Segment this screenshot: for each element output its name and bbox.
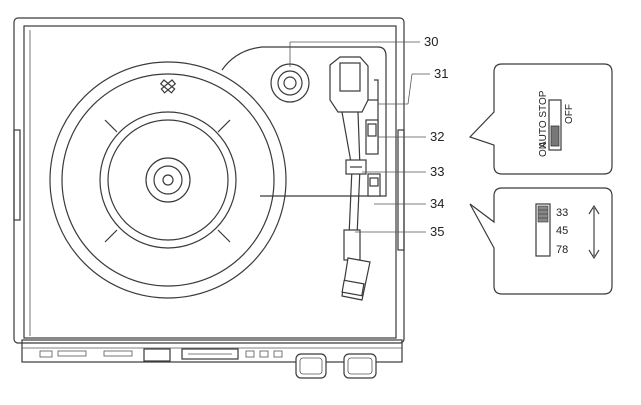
callout-labels: 30 31 32 33 34 35 — [424, 34, 448, 239]
tone-knob — [343, 353, 377, 379]
auto-stop-on-label: ON — [538, 142, 549, 157]
leader-lines — [289, 41, 430, 233]
speed-78-label: 78 — [556, 244, 568, 256]
callout-32: 32 — [430, 129, 444, 144]
speed-detail: 33 45 78 — [469, 187, 613, 295]
front-panel — [39, 348, 377, 379]
tonearm — [329, 56, 371, 301]
callout-35: 35 — [430, 224, 444, 239]
spindle-adapter — [270, 62, 310, 103]
speed-slider-grip — [537, 205, 549, 223]
callout-34: 34 — [430, 196, 444, 211]
turntable-body — [13, 17, 405, 363]
volume-knob — [295, 353, 327, 379]
callout-30: 30 — [424, 34, 438, 49]
auto-stop-off-label: OFF — [564, 104, 575, 124]
speed-selector — [367, 173, 381, 197]
tonearm-rest — [345, 159, 367, 175]
strobe-marks — [104, 79, 231, 243]
double-arrow-icon — [588, 204, 600, 260]
speed-45-label: 45 — [556, 225, 568, 237]
tonearm-housing — [221, 46, 387, 197]
speed-33-label: 33 — [556, 207, 568, 219]
auto-stop-detail: AUTO STOP ON OFF — [468, 63, 613, 175]
auto-stop-switch — [365, 119, 379, 155]
platter — [49, 61, 287, 299]
callout-33: 33 — [430, 164, 444, 179]
callout-31: 31 — [434, 66, 448, 81]
auto-stop-knob — [550, 125, 560, 147]
auto-stop-label: AUTO STOP — [538, 90, 549, 148]
